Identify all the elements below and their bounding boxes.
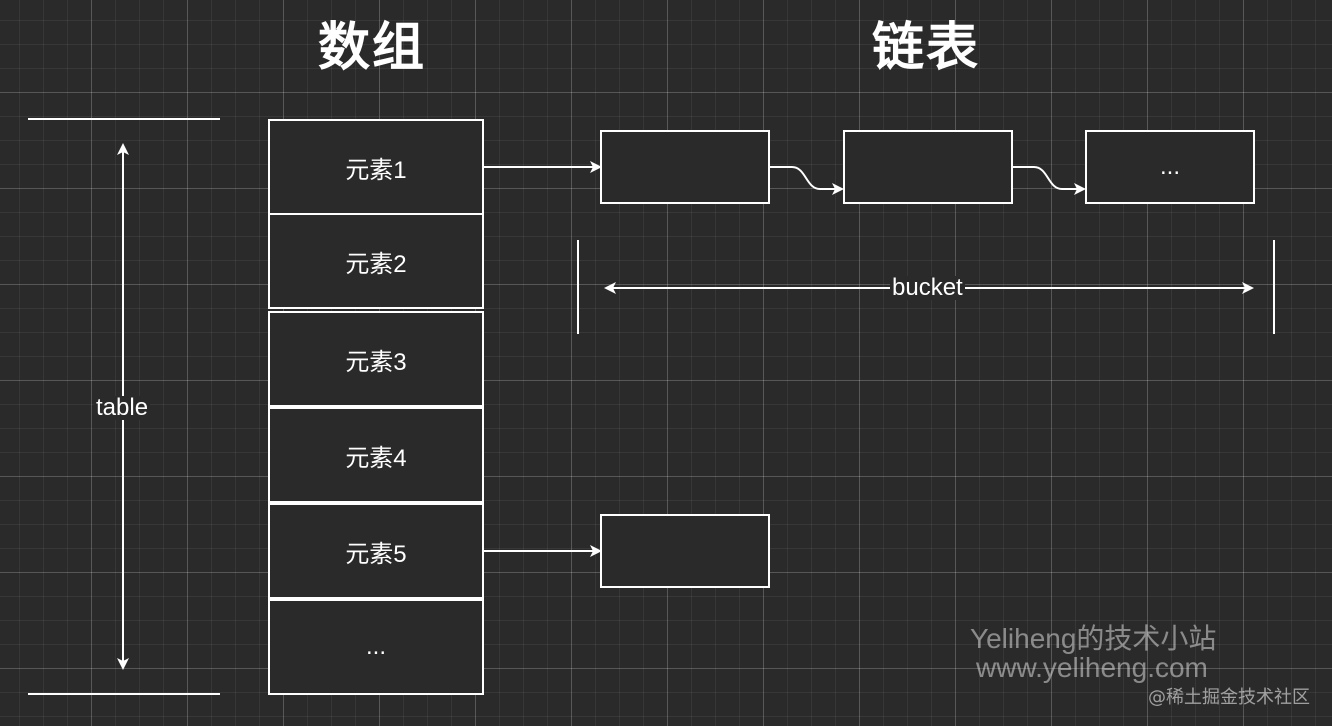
- array-cell-4: 元素4: [268, 407, 484, 503]
- array-title: 数组: [318, 18, 427, 78]
- list-node-1: [600, 130, 770, 204]
- array-cell-5: 元素5: [268, 503, 484, 599]
- list-node-ellipsis: ...: [1085, 130, 1255, 204]
- array-cell-ellipsis: ...: [268, 599, 484, 695]
- arrow-node2-to-node3: [1012, 166, 1086, 195]
- list-node-element5: [600, 514, 770, 588]
- array-cell-1: 元素1: [268, 119, 484, 215]
- arrow-node1-to-node2: [770, 166, 844, 195]
- array-cell-2: 元素2: [268, 213, 484, 309]
- array-cell-3: 元素3: [268, 311, 484, 407]
- list-title: 链表: [872, 18, 981, 78]
- watermark-site-url: www.yeliheng.com: [976, 652, 1208, 683]
- table-label: table: [94, 394, 151, 421]
- list-node-2: [843, 130, 1013, 204]
- watermark-site-name: Yeliheng的技术小站: [970, 623, 1217, 654]
- bucket-label: bucket: [890, 274, 965, 301]
- watermark-juejin: @稀土掘金技术社区: [1148, 687, 1310, 708]
